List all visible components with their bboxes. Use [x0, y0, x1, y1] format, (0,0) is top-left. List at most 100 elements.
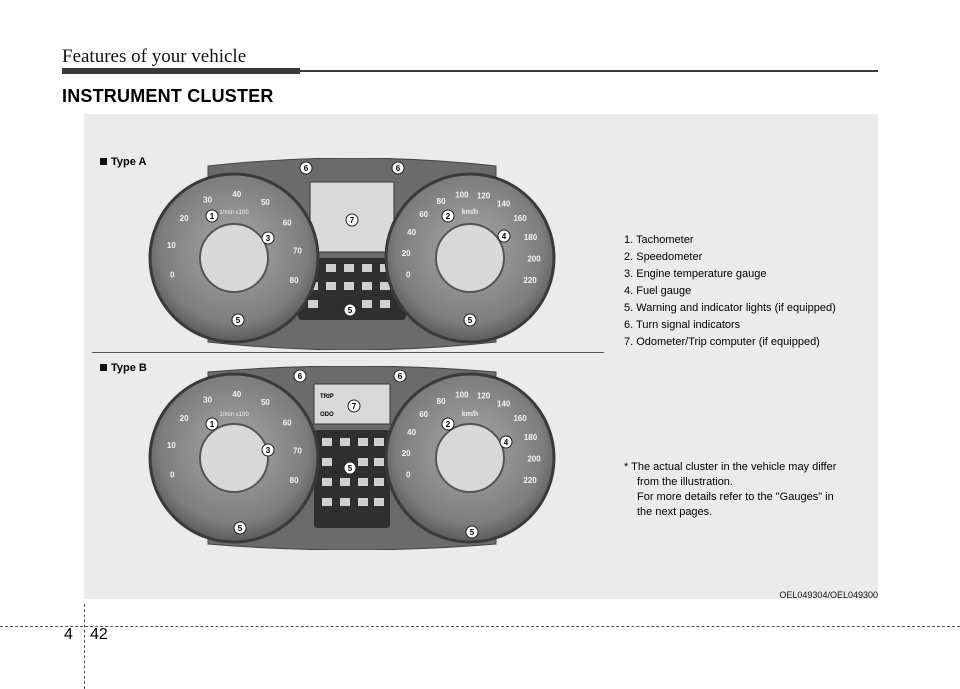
gauge-tick-label: 30 — [203, 196, 212, 205]
callout-circle — [347, 399, 361, 413]
gauge-tick-label: 0 — [406, 471, 411, 480]
callout-number: 7 — [350, 216, 355, 225]
callout-number: 1 — [210, 420, 215, 429]
callout-number: 6 — [304, 164, 309, 173]
bullet-square-icon — [100, 157, 107, 165]
callout-number: 4 — [502, 232, 507, 241]
callout-circle — [231, 313, 245, 327]
warning-light-panel — [314, 430, 390, 528]
gauge-tick-label: 0 — [170, 271, 175, 280]
gauge-tick-label: 220 — [523, 476, 537, 485]
legend-item: 1. Tachometer — [624, 234, 694, 246]
callout-circle — [393, 369, 407, 383]
gauge-tick-label: 40 — [232, 190, 241, 199]
footer-rule — [0, 626, 960, 627]
gauge-tick-label: 80 — [437, 197, 446, 206]
gauge-tick-label: 80 — [437, 397, 446, 406]
speedometer-center-display — [435, 423, 505, 493]
page-number: 42 — [90, 626, 108, 643]
speedometer-center-display — [435, 223, 505, 293]
component-legend: 1. Tachometer 2. Speedometer 3. Engine t… — [624, 232, 836, 351]
footer-separator — [84, 604, 85, 689]
gauge-tick-label: 50 — [261, 198, 270, 207]
callout-number: 4 — [504, 438, 509, 447]
type-divider — [92, 352, 604, 353]
gauge-tick-label: 220 — [523, 276, 537, 285]
gauge-tick-label: 80 — [290, 276, 299, 285]
callout-circle — [233, 521, 247, 535]
gauge-tick-label: 120 — [477, 392, 491, 401]
lcd-trip-label: TRIP — [320, 394, 334, 400]
callout-number: 2 — [446, 420, 451, 429]
bullet-square-icon — [100, 363, 107, 371]
callout-number: 7 — [352, 402, 357, 411]
gauge-tick-label: 160 — [513, 214, 527, 223]
gauge-tick-label: 80 — [290, 476, 299, 485]
legend-item: 6. Turn signal indicators — [624, 319, 741, 331]
header-rule-thick — [62, 68, 300, 74]
callout-number: 3 — [266, 234, 271, 243]
image-code: OEL049304/OEL049300 — [779, 590, 878, 600]
callout-circle — [345, 213, 359, 227]
type-a-label: Type A — [100, 156, 146, 168]
chapter-number: 4 — [64, 626, 73, 643]
callout-circle — [261, 443, 275, 457]
callout-circle — [299, 161, 313, 175]
callout-number: 2 — [446, 212, 451, 221]
tachometer-center-display — [199, 423, 269, 493]
callout-circle — [499, 435, 513, 449]
gauge-tick-label: 60 — [419, 410, 428, 419]
gauge-tick-label: 140 — [497, 400, 511, 409]
callout-number: 3 — [266, 446, 271, 455]
lcd-odo-label: ODO — [320, 412, 334, 418]
callout-circle — [465, 525, 479, 539]
gauge-tick-label: 180 — [524, 233, 538, 242]
callout-number: 5 — [348, 464, 353, 473]
header-rule-thin — [300, 70, 878, 72]
callout-number: 5 — [238, 524, 243, 533]
illustration-note: * The actual cluster in the vehicle may … — [624, 461, 837, 518]
gauge-tick-label: 20 — [402, 249, 411, 258]
callout-circle — [205, 209, 219, 223]
legend-item: 7. Odometer/Trip computer (if equipped) — [624, 336, 820, 348]
gauge-tick-label: 20 — [180, 414, 189, 423]
callout-number: 1 — [210, 212, 215, 221]
gauge-tick-label: 70 — [293, 246, 302, 255]
tach-unit-label: 1/min x100 — [219, 412, 249, 418]
gauge-tick-label: 10 — [167, 441, 176, 450]
gauge-tick-label: 60 — [419, 210, 428, 219]
legend-item: 2. Speedometer — [624, 251, 703, 263]
callout-circle — [497, 229, 511, 243]
callout-number: 5 — [236, 316, 241, 325]
speed-unit-label: km/h — [462, 209, 478, 216]
gauge-tick-label: 20 — [180, 214, 189, 223]
gauge-tick-label: 0 — [170, 471, 175, 480]
callout-number: 6 — [298, 372, 303, 381]
callout-circle — [441, 417, 455, 431]
speed-unit-label: km/h — [462, 411, 478, 418]
callout-number: 5 — [470, 528, 475, 537]
gauge-tick-label: 60 — [283, 218, 292, 227]
section-title: INSTRUMENT CLUSTER — [62, 86, 274, 106]
gauge-tick-label: 200 — [527, 255, 541, 264]
tachometer-center-display — [199, 223, 269, 293]
callout-circle — [293, 369, 307, 383]
gauge-tick-label: 30 — [203, 396, 212, 405]
gauge-tick-label: 140 — [497, 200, 511, 209]
chapter-header: Features of your vehicle — [62, 46, 247, 67]
legend-item: 5. Warning and indicator lights (if equi… — [624, 302, 836, 314]
type-b-label: Type B — [100, 362, 147, 374]
callout-number: 6 — [396, 164, 401, 173]
gauge-tick-label: 200 — [527, 455, 541, 464]
callout-circle — [205, 417, 219, 431]
gauge-tick-label: 180 — [524, 433, 538, 442]
callout-circle — [391, 161, 405, 175]
